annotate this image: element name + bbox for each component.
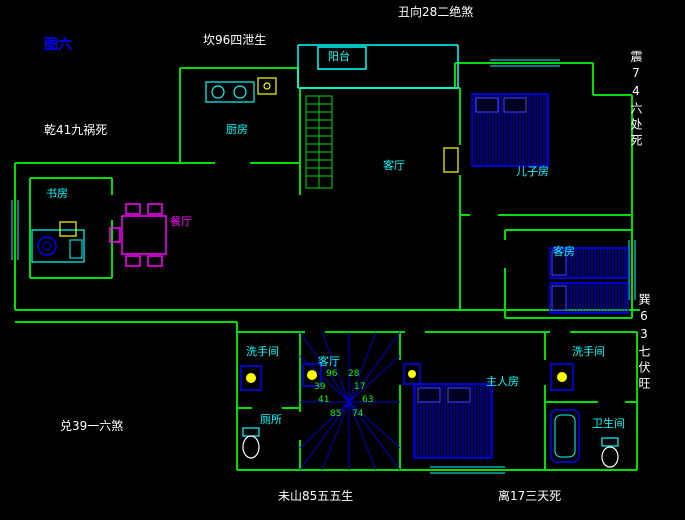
annotation-right-lower: 巽63七伏旺 — [637, 293, 651, 393]
kitchen-appliance — [257, 77, 277, 95]
window-symbols — [11, 59, 636, 474]
star-number: 41 — [318, 395, 330, 405]
star-number: 39 — [314, 382, 326, 392]
room-label-balcony: 阳台 — [328, 50, 350, 63]
son-bed — [471, 93, 549, 167]
study-desk — [31, 221, 85, 263]
room-label-son-room: 儿子房 — [516, 165, 549, 178]
toilet-left — [242, 427, 260, 459]
annotation-top-left: 坎96四泄生 — [203, 33, 267, 47]
room-label-guest-room: 客房 — [553, 245, 575, 258]
star-number: 74 — [352, 409, 364, 419]
door-stair-icon — [302, 363, 322, 387]
room-label-living-room: 客厅 — [383, 159, 405, 172]
room-label-toilet: 厕所 — [260, 413, 282, 426]
star-number: 85 — [330, 409, 342, 419]
master-bed — [413, 383, 493, 459]
stove-counter — [205, 81, 255, 103]
room-label-kitchen: 厨房 — [226, 123, 248, 136]
stair-compass — [299, 331, 401, 471]
room-label-dining: 餐厅 — [170, 215, 192, 228]
annotation-bottom-left: 未山85五五生 — [278, 489, 354, 503]
annotation-right-upper: 震74六处死 — [629, 50, 643, 150]
annotation-bottom-right: 离17三天死 — [498, 489, 562, 503]
door-master-icon — [403, 363, 421, 385]
room-label-stair-hall: 客厅 — [318, 355, 340, 368]
balcony-outline — [297, 44, 459, 89]
room-label-study: 书房 — [46, 187, 68, 200]
washbasin-right — [550, 363, 574, 391]
bathtub — [550, 409, 580, 463]
annotation-left-lower: 兑39一六煞 — [60, 419, 124, 433]
annotation-left-upper: 乾41九祸死 — [44, 123, 108, 137]
toilet-right — [601, 437, 619, 468]
figure-label: 图六 — [44, 37, 72, 53]
door-living-icon — [443, 147, 459, 173]
room-label-bathroom: 卫生间 — [592, 417, 625, 430]
room-label-master-room: 主人房 — [486, 375, 519, 388]
star-number: 96 — [326, 369, 338, 379]
walls — [14, 62, 640, 471]
shoe-cabinet — [305, 95, 333, 189]
dining-set — [109, 203, 167, 267]
star-number: 63 — [362, 395, 374, 405]
washbasin-left — [240, 365, 262, 391]
star-number: 28 — [348, 369, 360, 379]
star-number: 17 — [354, 382, 366, 392]
room-label-washroom-left: 洗手间 — [246, 345, 279, 358]
guest-beds — [549, 247, 629, 314]
room-label-washroom-right: 洗手间 — [572, 345, 605, 358]
annotation-top: 丑向28二绝煞 — [398, 5, 474, 19]
